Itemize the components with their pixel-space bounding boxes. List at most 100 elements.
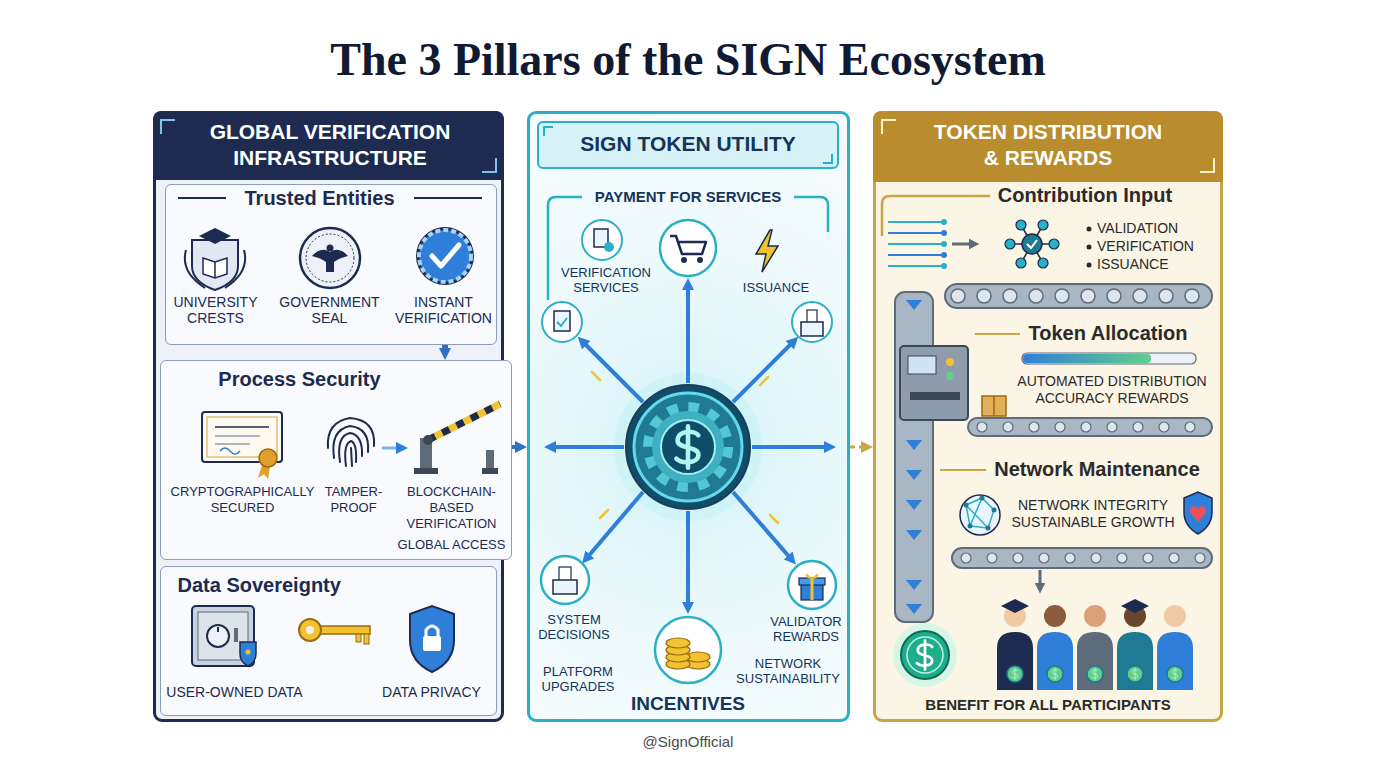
header-band	[882, 120, 896, 134]
group-heading: PAYMENT FOR SERVICES	[588, 188, 788, 205]
barrier-icon	[428, 404, 500, 440]
fingerprint-icon	[345, 441, 356, 466]
header-band	[873, 111, 1223, 182]
check-badge	[419, 230, 471, 282]
globe-network-icon	[966, 498, 994, 528]
shield-lock-icon	[410, 606, 454, 672]
participant-figure	[1092, 668, 1098, 679]
data-streams	[941, 230, 947, 236]
title-frame	[538, 122, 838, 168]
participant-figure	[1167, 666, 1183, 682]
network-hub	[1049, 239, 1059, 249]
shield-heart-icon	[1184, 492, 1212, 534]
certificate-icon	[220, 448, 240, 454]
radiating-arrow	[733, 341, 794, 402]
participant-figure	[1047, 666, 1063, 682]
sparkle	[592, 372, 778, 523]
coin-stack-icon	[686, 659, 710, 669]
conveyor-belt	[977, 422, 1195, 432]
gift-icon	[788, 561, 836, 609]
bullet-item: ISSUANCE	[1097, 256, 1207, 272]
shield-heart-icon	[1184, 492, 1212, 534]
barrier-icon	[486, 450, 494, 470]
network-hub	[1005, 239, 1015, 249]
coin-glow	[614, 373, 762, 521]
bracket-line	[882, 196, 990, 236]
pillar-panel: GLOBAL VERIFICATION INFRASTRUCTURETruste…	[153, 111, 504, 722]
pillar-panel: TOKEN DISTRIBUTION & REWARDSContribution…	[873, 111, 1223, 722]
participant-figure	[1004, 605, 1026, 627]
header-band	[153, 111, 504, 180]
reward-coin	[893, 623, 957, 687]
participant-figure	[1037, 632, 1073, 690]
token-coin	[634, 393, 742, 501]
ballot-icon	[792, 302, 832, 342]
participant-figure	[1007, 666, 1023, 682]
token-coin	[626, 385, 750, 509]
seal-icon	[300, 228, 360, 288]
conveyor-belt	[1169, 553, 1179, 563]
section-heading: Process Security	[207, 368, 393, 391]
fingerprint-icon	[351, 448, 352, 466]
icon-caption: PLATFORM UPGRADES	[532, 664, 624, 694]
document-icon	[557, 318, 567, 326]
icon-caption: TAMPER-PROOF	[323, 484, 385, 516]
icon-caption: GLOBAL ACCESS	[397, 537, 507, 553]
globe-network-icon	[960, 495, 1000, 535]
crest-icon	[199, 228, 231, 244]
network-hub	[1016, 220, 1026, 230]
header-band	[153, 111, 504, 180]
conveyor-belt	[1133, 289, 1147, 303]
safe-icon	[192, 606, 256, 666]
participant-figure	[1124, 605, 1146, 627]
conveyor-belt	[961, 553, 971, 563]
icon-caption: BLOCKCHAIN-BASED VERIFICATION	[401, 484, 503, 532]
sparkle	[600, 510, 608, 518]
data-streams	[941, 219, 947, 225]
ballot-icon	[792, 302, 832, 342]
reward-coin	[893, 623, 957, 687]
sparkle	[770, 515, 778, 523]
participant-figure	[1007, 666, 1183, 682]
conveyor-belt	[1159, 422, 1169, 432]
participant-figure	[1012, 668, 1018, 679]
machine-icon	[908, 356, 936, 374]
radiating-arrow	[550, 445, 624, 449]
safe-icon	[192, 606, 254, 666]
token-coin	[626, 385, 750, 509]
certificate-icon	[215, 435, 260, 437]
certificate-icon	[258, 465, 270, 479]
reward-coin	[907, 637, 943, 673]
conveyor-belt	[977, 289, 991, 303]
fingerprint-icon	[333, 426, 368, 458]
section-heading: Data Sovereignty	[178, 574, 398, 597]
machine-icon	[946, 372, 954, 380]
conveyor-belt	[1055, 422, 1065, 432]
title-frame	[823, 154, 832, 163]
title-frame	[538, 122, 838, 168]
section-heading: Token Allocation	[1018, 322, 1198, 345]
key-icon	[356, 634, 361, 642]
section-heading: Contribution Input	[990, 184, 1180, 207]
globe-network-icon	[980, 496, 985, 501]
token-coin	[676, 426, 698, 468]
participant-figure	[1172, 668, 1178, 679]
conveyor-belt	[906, 500, 922, 510]
flow-arrow	[512, 445, 521, 449]
fingerprint-icon	[328, 418, 374, 448]
conveyor-belt	[895, 284, 1212, 622]
header-band	[1200, 158, 1214, 172]
coin-stack-icon	[686, 652, 710, 662]
ballot-icon	[807, 310, 817, 324]
group-heading: INCENTIVES	[618, 693, 758, 715]
coin-stack-icon	[655, 617, 721, 683]
gift-icon	[801, 584, 823, 600]
diagram-title: The 3 Pillars of the SIGN Ecosystem	[0, 32, 1376, 88]
participant-figure	[1084, 605, 1106, 627]
conveyor-belt	[1081, 289, 1095, 303]
bullet-item: VERIFICATION	[1097, 238, 1207, 254]
icon-caption: CRYPTOGRAPHICALLY SECURED	[165, 484, 321, 516]
document-icon	[594, 229, 608, 247]
fingerprint-icon	[339, 433, 362, 462]
participant-figure	[1001, 599, 1029, 613]
